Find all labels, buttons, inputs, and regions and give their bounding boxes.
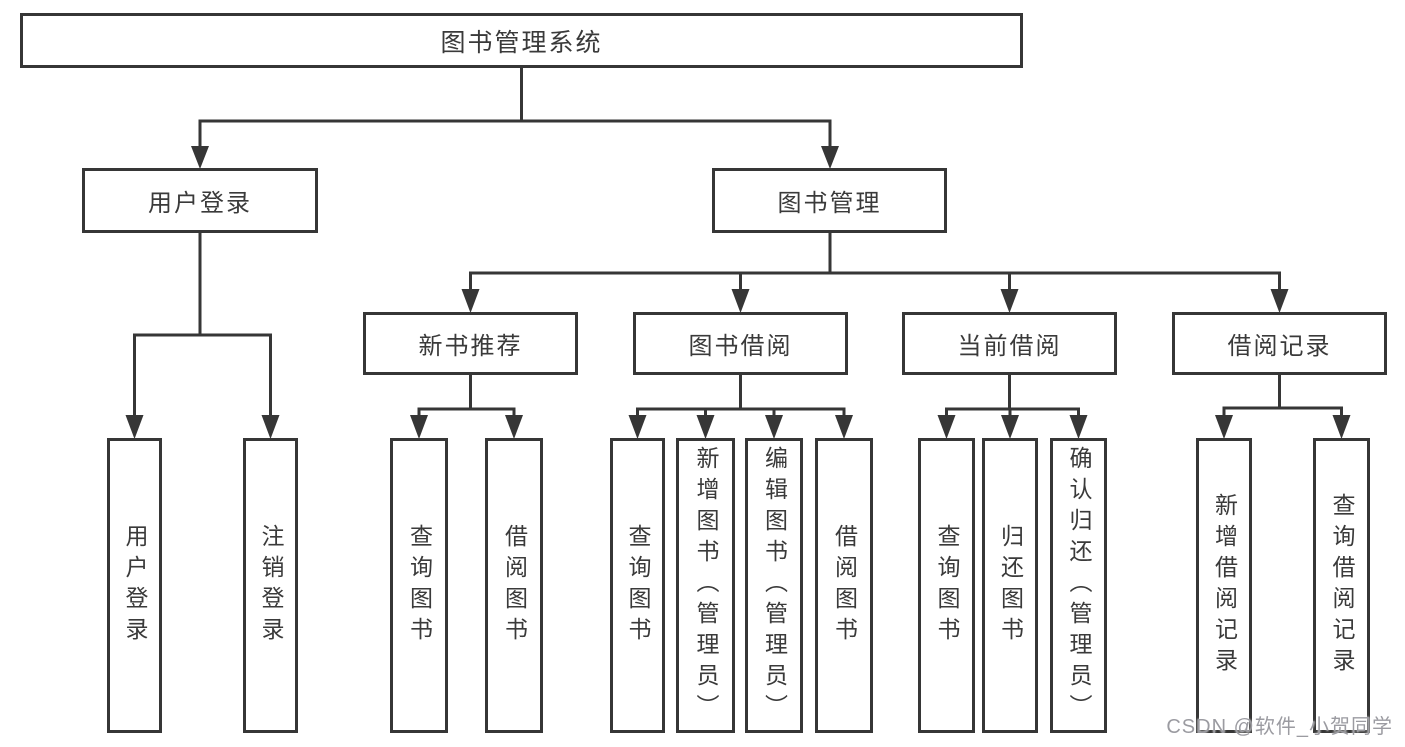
node-borrow-records: 借阅记录 [1172,312,1387,375]
node-book-borrowing: 图书借阅 [633,312,848,375]
leaf-confirm-return-admin: 确认归还（管理员） [1050,438,1107,733]
node-book-management: 图书管理 [712,168,947,233]
arrowheads [125,146,1351,439]
leaf-query-book-recommend: 查询图书 [390,438,448,733]
node-current-borrowing: 当前借阅 [902,312,1117,375]
leaf-borrow-book: 借阅图书 [815,438,873,733]
leaf-query-book-borrowing: 查询图书 [610,438,665,733]
leaf-return-book: 归还图书 [982,438,1038,733]
leaf-query-book-current: 查询图书 [918,438,975,733]
node-new-book-recommend: 新书推荐 [363,312,578,375]
node-library-management-system: 图书管理系统 [20,13,1023,68]
leaf-edit-book-admin: 编辑图书（管理员） [745,438,803,733]
leaf-add-borrow-record: 新增借阅记录 [1196,438,1252,733]
leaf-borrow-book-recommend: 借阅图书 [485,438,543,733]
node-user-login: 用户登录 [82,168,318,233]
leaf-logout: 注销登录 [243,438,298,733]
leaf-query-borrow-record: 查询借阅记录 [1313,438,1370,733]
leaf-user-login: 用户登录 [107,438,162,733]
leaf-add-book-admin: 新增图书（管理员） [676,438,735,733]
csdn-watermark: CSDN @软件_小贺同学 [1166,716,1393,738]
